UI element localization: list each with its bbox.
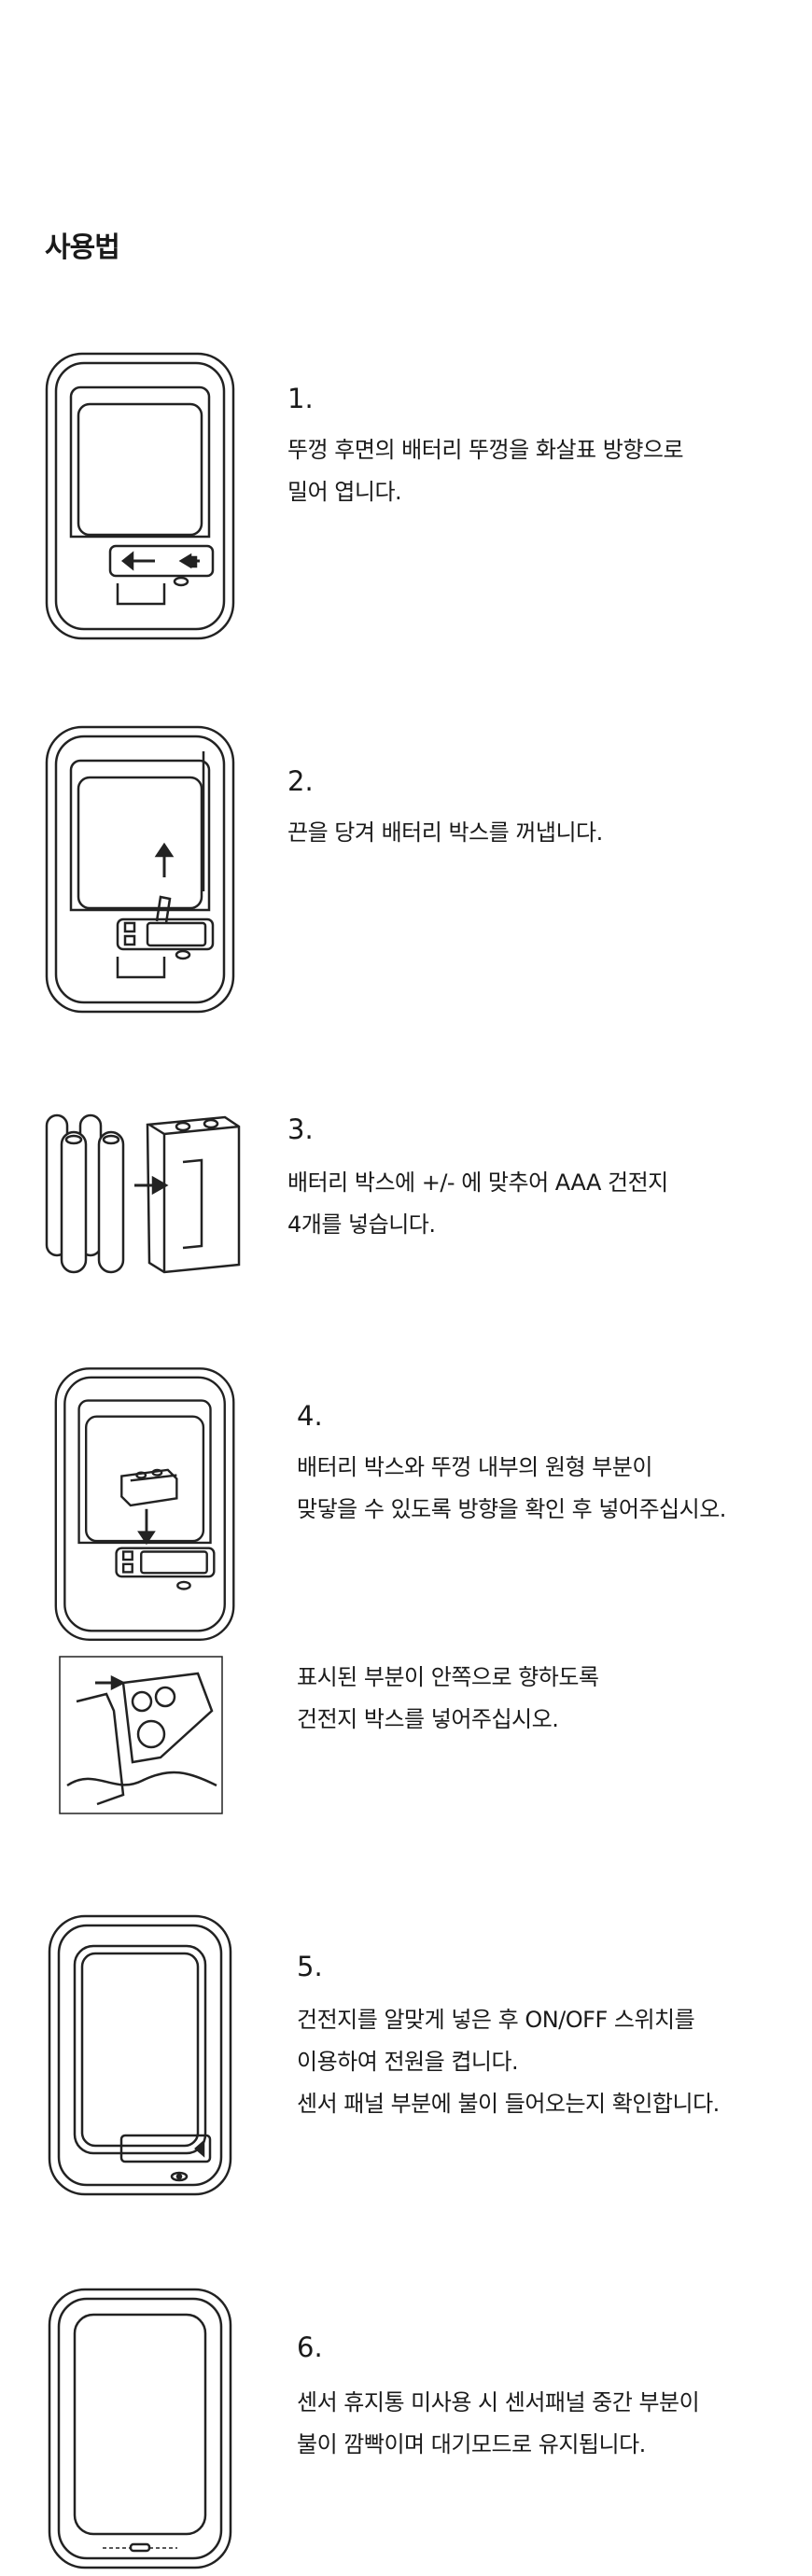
step-6-line: 센서 휴지통 미사용 시 센서패널 중간 부분이 [297,2389,700,2415]
step-5-description: 건전지를 알맞게 넣은 후 ON/OFF 스위치를 이용하여 전원을 켭니다. … [297,1999,720,2125]
step-4-line: 맞닿을 수 있도록 방향을 확인 후 넣어주십시오. [297,1496,726,1522]
step-3-number: 3. [287,1113,314,1145]
step-6-description: 센서 휴지통 미사용 시 센서패널 중간 부분이 불이 깜빡이며 대기모드로 유… [297,2382,700,2466]
step-1-number: 1. [287,383,314,414]
step-1-line: 밀어 엽니다. [287,479,402,505]
step-3-description: 배터리 박스에 +/- 에 맞추어 AAA 건전지 4개를 넣습니다. [287,1162,668,1246]
step-1-description: 뚜껑 후면의 배터리 뚜껑을 화살표 방향으로 밀어 엽니다. [287,429,684,513]
step-5-line: 건전지를 알맞게 넣은 후 ON/OFF 스위치를 [297,2007,695,2033]
step-2-description: 끈을 당겨 배터리 박스를 꺼냅니다. [287,812,603,854]
step-2-number: 2. [287,765,314,797]
step-4-number: 4. [297,1400,323,1432]
step-5-number: 5. [297,1951,323,1982]
step-1-line: 뚜껑 후면의 배터리 뚜껑을 화살표 방향으로 [287,437,684,463]
step-2-line: 끈을 당겨 배터리 박스를 꺼냅니다. [287,819,603,846]
step-5-illustration [47,1913,233,2198]
step-6-number: 6. [297,2331,323,2363]
step-1-illustration [43,350,239,644]
step-3-line: 배터리 박스에 +/- 에 맞추어 AAA 건전지 [287,1169,668,1196]
step-3-line: 4개를 넣습니다. [287,1211,436,1238]
step-5-line: 이용하여 전원을 켭니다. [297,2049,519,2075]
step-4-illustration [52,1363,239,1647]
step-4-detail-illustration [58,1655,224,1815]
step-4-description: 배터리 박스와 뚜껑 내부의 원형 부분이 맞닿을 수 있도록 방향을 확인 후… [297,1447,726,1531]
step-3-illustration [43,1106,244,1274]
step-5-line: 센서 패널 부분에 불이 들어오는지 확인합니다. [297,2091,720,2117]
step-4-line: 배터리 박스와 뚜껑 내부의 원형 부분이 [297,1454,652,1480]
step-4-extra-description: 표시된 부분이 안쪽으로 향하도록 건전지 박스를 넣어주십시오. [297,1657,599,1741]
step-4-extra-line: 건전지 박스를 넣어주십시오. [297,1706,559,1732]
step-6-line: 불이 깜빡이며 대기모드로 유지됩니다. [297,2431,646,2457]
step-2-illustration [43,723,239,1017]
step-6-illustration [47,2287,233,2571]
page-title: 사용법 [45,231,120,264]
step-4-extra-line: 표시된 부분이 안쪽으로 향하도록 [297,1664,599,1690]
